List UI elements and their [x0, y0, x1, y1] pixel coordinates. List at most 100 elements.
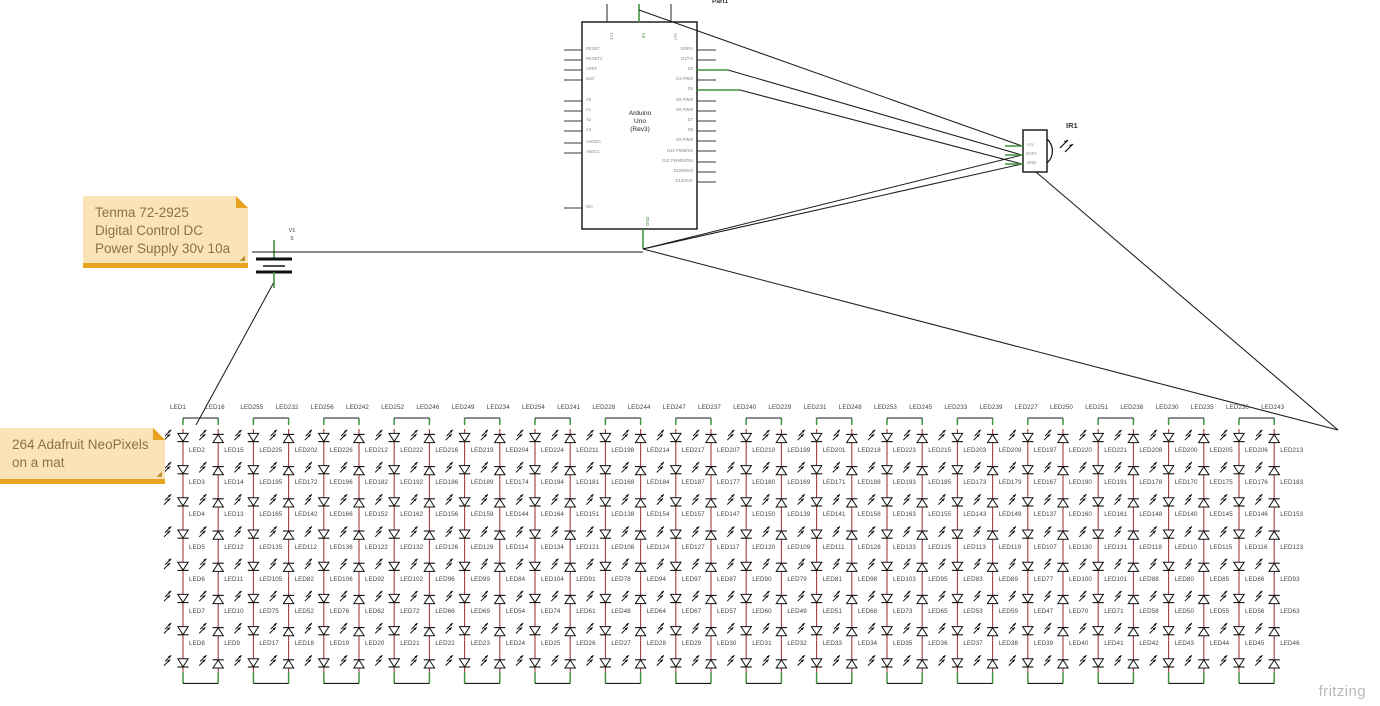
- led-symbol[interactable]: [1268, 492, 1281, 512]
- led-symbol[interactable]: [458, 589, 471, 609]
- led-symbol[interactable]: [1162, 492, 1175, 512]
- led-symbol[interactable]: [388, 492, 401, 512]
- led-symbol[interactable]: [1056, 621, 1070, 641]
- led-symbol[interactable]: [1232, 621, 1246, 641]
- led-symbol[interactable]: [845, 428, 858, 448]
- led-symbol[interactable]: [634, 460, 647, 480]
- led-symbol[interactable]: [176, 557, 190, 577]
- led-symbol[interactable]: [669, 428, 682, 448]
- led-symbol[interactable]: [1021, 589, 1034, 609]
- led-symbol[interactable]: [1127, 525, 1140, 545]
- led-symbol[interactable]: [388, 460, 401, 480]
- led-symbol[interactable]: [528, 621, 542, 641]
- led-symbol[interactable]: [1127, 428, 1140, 448]
- led-symbol[interactable]: [212, 653, 225, 673]
- led-symbol[interactable]: [1162, 653, 1175, 673]
- led-symbol[interactable]: [1021, 428, 1034, 448]
- led-symbol[interactable]: [845, 460, 858, 480]
- led-symbol[interactable]: [704, 589, 718, 609]
- led-symbol[interactable]: [564, 589, 577, 609]
- led-symbol[interactable]: [317, 653, 330, 673]
- led-symbol[interactable]: [634, 428, 647, 448]
- led-symbol[interactable]: [810, 589, 823, 609]
- led-symbol[interactable]: [176, 653, 190, 673]
- led-symbol[interactable]: [810, 653, 823, 673]
- led-symbol[interactable]: [634, 557, 647, 577]
- led-symbol[interactable]: [951, 460, 964, 480]
- led-symbol[interactable]: [423, 525, 436, 545]
- led-symbol[interactable]: [423, 460, 436, 480]
- led-symbol[interactable]: [599, 621, 612, 641]
- led-symbol[interactable]: [1197, 557, 1210, 577]
- led-symbol[interactable]: [212, 428, 225, 448]
- led-symbol[interactable]: [1162, 460, 1175, 480]
- led-symbol[interactable]: [740, 428, 753, 448]
- led-symbol[interactable]: [388, 428, 401, 448]
- led-symbol[interactable]: [247, 621, 260, 641]
- note-resize-grip[interactable]: ◢: [156, 471, 162, 478]
- led-symbol[interactable]: [951, 492, 964, 512]
- led-symbol[interactable]: [528, 525, 542, 545]
- led-symbol[interactable]: [1021, 525, 1034, 545]
- led-symbol[interactable]: [1127, 653, 1140, 673]
- led-symbol[interactable]: [810, 621, 823, 641]
- led-symbol[interactable]: [986, 525, 999, 545]
- led-symbol[interactable]: [704, 653, 718, 673]
- led-symbol[interactable]: [1268, 460, 1281, 480]
- led-symbol[interactable]: [986, 621, 999, 641]
- led-symbol[interactable]: [916, 653, 929, 673]
- led-symbol[interactable]: [423, 428, 436, 448]
- led-symbol[interactable]: [352, 525, 366, 545]
- led-symbol[interactable]: [599, 557, 612, 577]
- led-symbol[interactable]: [1232, 428, 1246, 448]
- led-symbol[interactable]: [1232, 525, 1246, 545]
- led-symbol[interactable]: [916, 460, 929, 480]
- led-symbol[interactable]: [599, 589, 612, 609]
- led-symbol[interactable]: [528, 589, 542, 609]
- led-symbol[interactable]: [1092, 428, 1105, 448]
- led-symbol[interactable]: [352, 557, 366, 577]
- led-symbol[interactable]: [1232, 557, 1246, 577]
- led-symbol[interactable]: [1021, 621, 1034, 641]
- led-symbol[interactable]: [493, 621, 506, 641]
- led-symbol[interactable]: [740, 621, 753, 641]
- led-symbol[interactable]: [775, 653, 788, 673]
- led-symbol[interactable]: [880, 653, 894, 673]
- led-symbol[interactable]: [176, 428, 190, 448]
- led-symbol[interactable]: [1268, 557, 1281, 577]
- led-symbol[interactable]: [176, 460, 190, 480]
- led-symbol[interactable]: [704, 428, 718, 448]
- led-symbol[interactable]: [704, 621, 718, 641]
- led-symbol[interactable]: [493, 428, 506, 448]
- led-symbol[interactable]: [1056, 460, 1070, 480]
- led-symbol[interactable]: [176, 589, 190, 609]
- led-symbol[interactable]: [1268, 621, 1281, 641]
- led-symbol[interactable]: [986, 557, 999, 577]
- led-symbol[interactable]: [423, 492, 436, 512]
- led-symbol[interactable]: [775, 589, 788, 609]
- led-symbol[interactable]: [775, 525, 788, 545]
- led-symbol[interactable]: [1197, 525, 1210, 545]
- led-symbol[interactable]: [1268, 589, 1281, 609]
- led-symbol[interactable]: [1056, 525, 1070, 545]
- led-symbol[interactable]: [880, 492, 894, 512]
- led-symbol[interactable]: [1162, 428, 1175, 448]
- led-symbol[interactable]: [880, 621, 894, 641]
- led-symbol[interactable]: [845, 653, 858, 673]
- led-symbol[interactable]: [599, 653, 612, 673]
- led-symbol[interactable]: [599, 492, 612, 512]
- led-symbol[interactable]: [317, 557, 330, 577]
- led-symbol[interactable]: [493, 589, 506, 609]
- led-symbol[interactable]: [1197, 460, 1210, 480]
- led-symbol[interactable]: [669, 653, 682, 673]
- led-symbol[interactable]: [1092, 589, 1105, 609]
- led-symbol[interactable]: [599, 460, 612, 480]
- led-symbol[interactable]: [1197, 621, 1210, 641]
- led-symbol[interactable]: [564, 621, 577, 641]
- led-symbol[interactable]: [493, 492, 506, 512]
- led-symbol[interactable]: [599, 525, 612, 545]
- led-symbol[interactable]: [282, 621, 295, 641]
- led-symbol[interactable]: [282, 460, 295, 480]
- led-symbol[interactable]: [247, 492, 260, 512]
- led-symbol[interactable]: [634, 492, 647, 512]
